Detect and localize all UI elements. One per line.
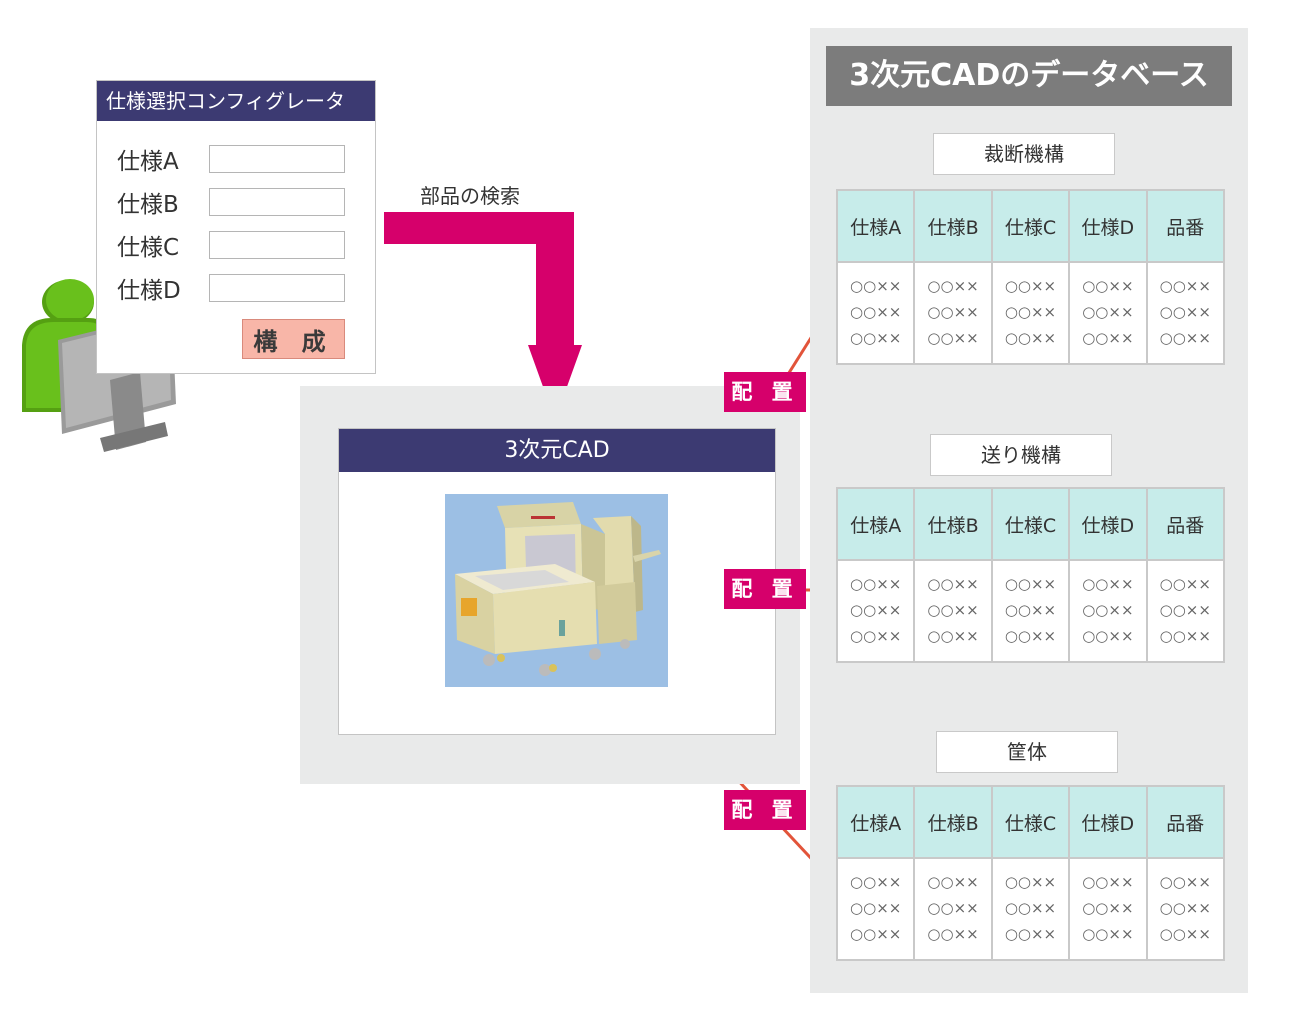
cad-title: 3次元CAD bbox=[339, 429, 775, 472]
col-header: 品番 bbox=[1145, 189, 1226, 263]
col-header: 仕様B bbox=[913, 487, 993, 561]
table-cell: ○○××○○××○○×× bbox=[1145, 261, 1226, 365]
table-cell: ○○××○○××○○×× bbox=[913, 857, 993, 961]
table-cell: ○○××○○××○○×× bbox=[1145, 559, 1226, 663]
spec-input-c[interactable] bbox=[209, 231, 345, 259]
configurator-window: 仕様選択コンフィグレータ 仕様A 仕様B 仕様C 仕様D 構 成 bbox=[96, 80, 376, 374]
table-cell: ○○××○○××○○×× bbox=[913, 559, 993, 663]
col-header: 仕様A bbox=[835, 487, 916, 561]
spec-row-d: 仕様D bbox=[117, 272, 345, 304]
col-header: 仕様C bbox=[990, 785, 1071, 859]
col-header: 仕様D bbox=[1068, 189, 1148, 263]
spec-row-a: 仕様A bbox=[117, 143, 345, 175]
compose-button[interactable]: 構 成 bbox=[242, 319, 345, 359]
table-cell: ○○××○○××○○×× bbox=[1068, 261, 1148, 365]
spec-label-c: 仕様C bbox=[117, 235, 180, 261]
table-cell: ○○××○○××○○×× bbox=[835, 559, 916, 663]
db-table-feed: 仕様A 仕様B 仕様C 仕様D 品番 ○○××○○××○○×× ○○××○○××… bbox=[835, 487, 1226, 663]
spec-label-d: 仕様D bbox=[117, 278, 181, 304]
table-cell: ○○××○○××○○×× bbox=[1068, 559, 1148, 663]
col-header: 品番 bbox=[1145, 487, 1226, 561]
table-cell: ○○××○○××○○×× bbox=[1068, 857, 1148, 961]
spec-label-a: 仕様A bbox=[117, 149, 179, 175]
spec-input-b[interactable] bbox=[209, 188, 345, 216]
table-row: ○○××○○××○○×× ○○××○○××○○×× ○○××○○××○○×× ○… bbox=[835, 559, 1226, 663]
spec-input-d[interactable] bbox=[209, 274, 345, 302]
table-row: ○○××○○××○○×× ○○××○○××○○×× ○○××○○××○○×× ○… bbox=[835, 857, 1226, 961]
table-cell: ○○××○○××○○×× bbox=[835, 857, 916, 961]
place-badge-3: 配 置 bbox=[724, 790, 806, 830]
search-label: 部品の検索 bbox=[420, 184, 520, 208]
table-cell: ○○××○○××○○×× bbox=[835, 261, 916, 365]
table-cell: ○○××○○××○○×× bbox=[990, 261, 1071, 365]
col-header: 仕様B bbox=[913, 189, 993, 263]
spec-label-b: 仕様B bbox=[117, 192, 179, 218]
db-table-housing: 仕様A 仕様B 仕様C 仕様D 品番 ○○××○○××○○×× ○○××○○××… bbox=[835, 785, 1226, 961]
table-cell: ○○××○○××○○×× bbox=[990, 857, 1071, 961]
mechanism-label-feed: 送り機構 bbox=[930, 434, 1112, 476]
spec-input-a[interactable] bbox=[209, 145, 345, 173]
col-header: 仕様D bbox=[1068, 785, 1148, 859]
place-badge-1: 配 置 bbox=[724, 372, 806, 412]
col-header: 品番 bbox=[1145, 785, 1226, 859]
col-header: 仕様B bbox=[913, 785, 993, 859]
table-cell: ○○××○○××○○×× bbox=[1145, 857, 1226, 961]
table-cell: ○○××○○××○○×× bbox=[990, 559, 1071, 663]
table-cell: ○○××○○××○○×× bbox=[913, 261, 993, 365]
cad-machine-image bbox=[455, 502, 661, 676]
mechanism-label-cutting: 裁断機構 bbox=[933, 133, 1115, 175]
col-header: 仕様C bbox=[990, 189, 1071, 263]
mechanism-label-housing: 筐体 bbox=[936, 731, 1118, 773]
table-row: ○○××○○××○○×× ○○××○○××○○×× ○○××○○××○○×× ○… bbox=[835, 261, 1226, 365]
spec-row-b: 仕様B bbox=[117, 186, 345, 218]
db-table-cutting: 仕様A 仕様B 仕様C 仕様D 品番 ○○××○○××○○×× ○○××○○××… bbox=[835, 189, 1226, 365]
cad-viewport bbox=[445, 494, 668, 687]
col-header: 仕様A bbox=[835, 189, 916, 263]
place-badge-2: 配 置 bbox=[724, 569, 806, 609]
database-title: 3次元CADのデータベース bbox=[826, 46, 1232, 106]
spec-row-c: 仕様C bbox=[117, 229, 345, 261]
col-header: 仕様C bbox=[990, 487, 1071, 561]
configurator-title: 仕様選択コンフィグレータ bbox=[97, 81, 375, 121]
col-header: 仕様D bbox=[1068, 487, 1148, 561]
col-header: 仕様A bbox=[835, 785, 916, 859]
